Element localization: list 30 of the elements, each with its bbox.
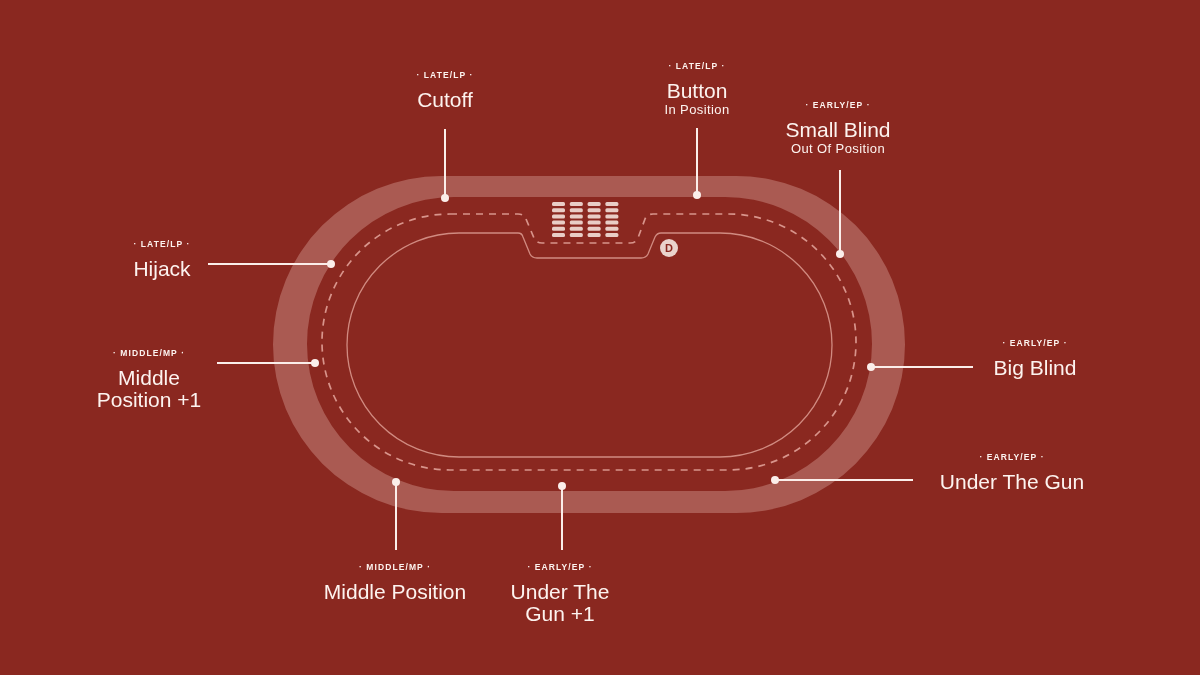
seat-name: Middle Position	[323, 581, 467, 603]
leader-line	[771, 476, 914, 484]
dealer-button: D	[660, 239, 678, 257]
position-tag: · EARLY/EP ·	[979, 451, 1045, 463]
leader-line	[693, 127, 701, 199]
seat-name: Big Blind	[993, 357, 1077, 379]
seat-name: Small Blind	[785, 119, 891, 141]
seat-name: Under The Gun	[939, 471, 1085, 493]
leader-line	[207, 260, 335, 268]
seat-name: Cutoff	[417, 89, 473, 111]
position-tag: · LATE/LP ·	[668, 60, 726, 72]
seat-name: Under The Gun +1	[509, 581, 611, 625]
seat-note: In Position	[664, 102, 730, 117]
position-tag: · LATE/LP ·	[416, 69, 474, 81]
leader-line	[836, 169, 844, 258]
leader-line	[392, 478, 400, 551]
leader-line	[867, 363, 974, 371]
position-tag: · EARLY/EP ·	[805, 99, 871, 111]
position-tag: · MIDDLE/MP ·	[358, 561, 432, 573]
seat-name: Button	[666, 80, 728, 102]
leader-line	[441, 128, 449, 202]
position-tag: · LATE/LP ·	[133, 238, 191, 250]
leader-line	[216, 359, 319, 367]
seat-name: Middle Position +1	[95, 367, 203, 411]
seat-name: Hijack	[133, 258, 191, 280]
seat-note: Out Of Position	[790, 141, 886, 156]
leader-line	[558, 482, 566, 551]
position-tag: · EARLY/EP ·	[1002, 337, 1068, 349]
position-tag: · EARLY/EP ·	[527, 561, 593, 573]
position-tag: · MIDDLE/MP ·	[112, 347, 186, 359]
